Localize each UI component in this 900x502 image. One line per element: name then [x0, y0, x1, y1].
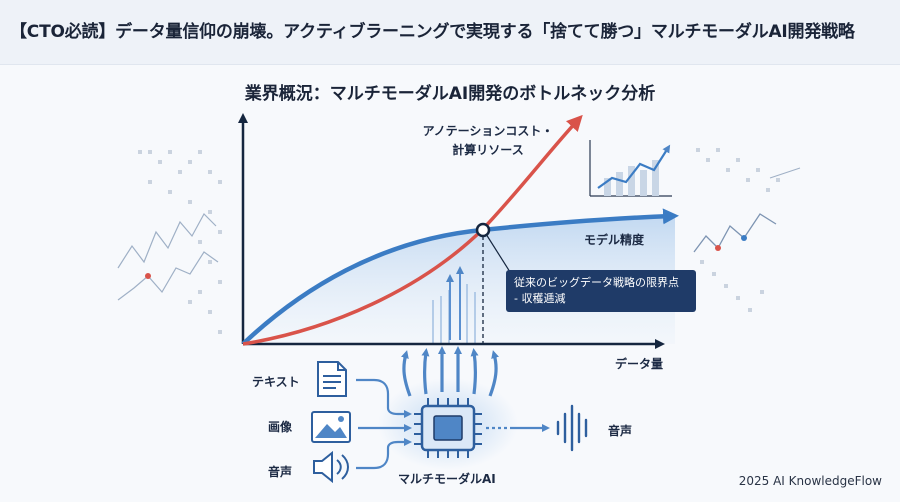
accuracy-curve: [241, 208, 679, 346]
decor-dots-right: [696, 148, 780, 312]
decor-red-dot-icon: [145, 273, 151, 279]
page-title: 【CTO必読】データ量信仰の崩壊。アクティブラーニングで実現する「捨てて勝つ」マ…: [10, 22, 855, 42]
model-label: マルチモーダルAI: [398, 472, 496, 486]
footer-credit: 2025 AI KnowledgeFlow: [738, 474, 882, 488]
input-label-image: 画像: [268, 420, 293, 434]
cost-label-line-2: 計算リソース: [452, 143, 524, 157]
mini-chart-icon: [589, 140, 672, 197]
output-label-audio: 音声: [608, 424, 633, 438]
input-arrows: [356, 378, 412, 470]
cost-label-line-1: アノテーションコスト・: [422, 124, 554, 138]
image-icon: [311, 411, 351, 443]
figure-subtitle: 業界概況：マルチモーダルAI開発のボトルネック分析: [244, 84, 656, 104]
title-banner: 【CTO必読】データ量信仰の崩壊。アクティブラーニングで実現する「捨てて勝つ」マ…: [0, 0, 900, 65]
rising-arrows-icon: [446, 266, 464, 340]
limit-callout: 従来のビッグデータ戦略の限界点 - 収穫逓減: [506, 270, 696, 312]
callout-line-2: - 収穫逓減: [514, 292, 566, 305]
ai-chip-icon: [414, 398, 482, 458]
decor-line-sketch-right: [693, 167, 801, 253]
intersection-point-icon: [475, 222, 491, 238]
input-label-audio: 音声: [268, 465, 293, 479]
decor-dots-left: [138, 150, 222, 334]
cost-curve: [242, 114, 583, 346]
accuracy-curve-label: モデル精度: [584, 233, 645, 247]
input-label-text: テキスト: [252, 375, 300, 389]
document-icon: [317, 361, 347, 397]
speaker-icon: [313, 450, 349, 484]
callout-line-1: 従来のビッグデータ戦略の限界点: [514, 276, 679, 289]
sound-wave-icon: [556, 404, 588, 452]
x-axis-label: データ量: [615, 357, 664, 371]
chip-output-arrows-icon: [401, 346, 499, 397]
cost-curve-label: アノテーションコスト・ 計算リソース: [418, 122, 558, 160]
callout-leader: [485, 233, 511, 273]
decor-line-sketch-left: [117, 213, 219, 301]
